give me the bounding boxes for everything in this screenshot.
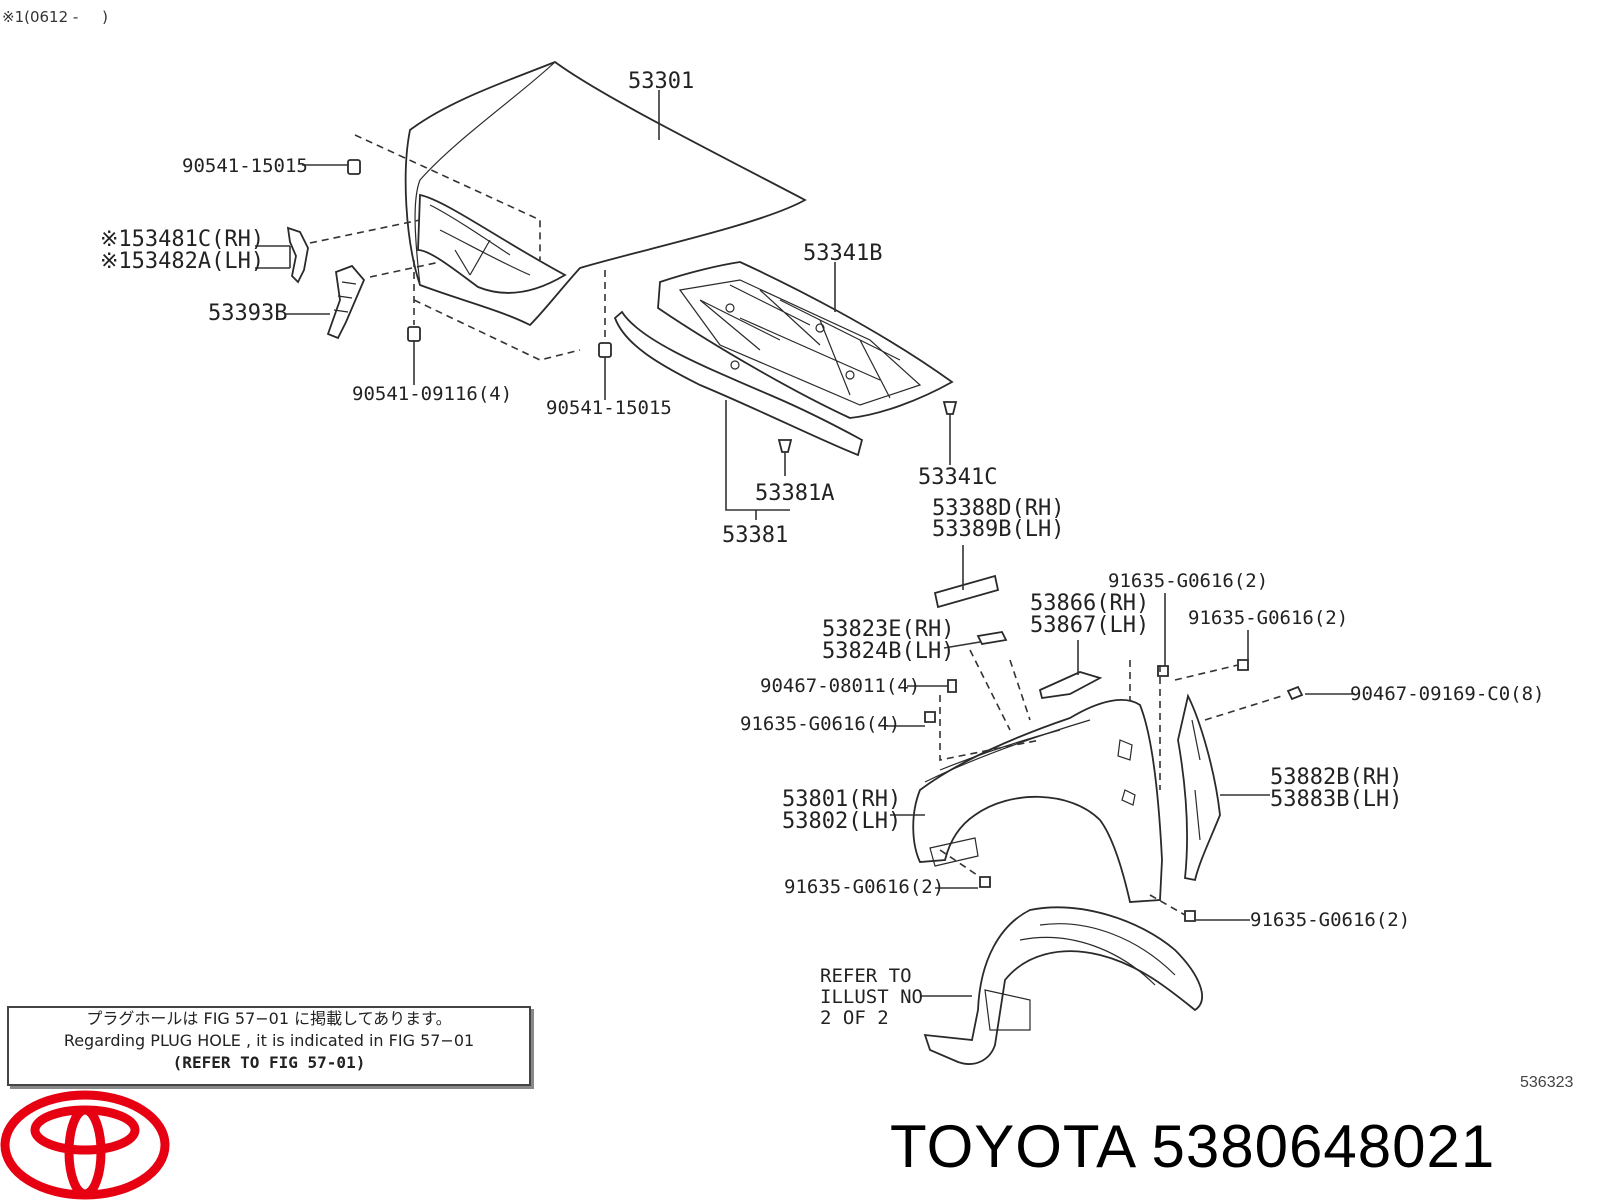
- label-91635-top: 91635-G0616(2): [1108, 570, 1268, 592]
- label-53866: 53866(RH): [1030, 591, 1149, 616]
- fender-bracket: [1038, 671, 1103, 700]
- brand-part-title: TOYOTA 5380648021: [890, 1113, 1496, 1180]
- label-91635-bottom-left: 91635-G0616(2): [784, 876, 944, 898]
- label-91635-bottom-right: 91635-G0616(2): [1250, 909, 1410, 931]
- header-note: ※1(0612 - ): [2, 8, 109, 26]
- toyota-logo-icon: [0, 1090, 170, 1200]
- label-53482A: ※153482A(LH): [100, 249, 264, 274]
- hood-panel: [404, 60, 807, 327]
- notice-line-jp: プラグホールは FIG 57−01 に掲載してあります。: [86, 1009, 452, 1028]
- label-91635-left4: 91635-G0616(4): [740, 713, 900, 735]
- label-53388D: 53388D(RH): [932, 496, 1064, 521]
- hood-lock-brackets: [286, 226, 366, 340]
- label-53389B: 53389B(LH): [932, 517, 1064, 542]
- label-53882B: 53882B(RH): [1270, 765, 1402, 790]
- diagram-number: 536323: [1520, 1074, 1574, 1091]
- label-refer-1: REFER TO: [820, 965, 912, 987]
- label-91635-right: 91635-G0616(2): [1188, 607, 1348, 629]
- label-90541-09116: 90541-09116(4): [352, 383, 512, 405]
- front-fender-liner: [923, 906, 1203, 1065]
- label-refer-2: ILLUST NO: [820, 986, 923, 1008]
- label-53481C: ※153481C(RH): [100, 227, 264, 252]
- label-53824B: 53824B(LH): [822, 639, 954, 664]
- bolts-lower: [924, 659, 1304, 922]
- label-53823E: 53823E(RH): [822, 617, 954, 642]
- label-53802: 53802(LH): [782, 809, 901, 834]
- label-53393B: 53393B: [208, 301, 287, 326]
- front-fender: [912, 699, 1163, 903]
- clips-upper: [777, 401, 958, 453]
- hood-insulator: [657, 261, 954, 419]
- plug-hole-notice: プラグホールは FIG 57−01 に掲載してあります。 Regarding P…: [7, 1006, 531, 1086]
- label-53341C: 53341C: [918, 465, 997, 490]
- label-53381A: 53381A: [755, 481, 834, 506]
- label-refer-3: 2 OF 2: [820, 1007, 889, 1029]
- fender-protector: [976, 631, 1008, 645]
- label-53341B: 53341B: [803, 241, 882, 266]
- assembly-lines-upper: [309, 134, 606, 361]
- assembly-lines-lower: [939, 649, 1286, 916]
- label-90541-15015-b: 90541-15015: [546, 397, 672, 419]
- fender-seal: [933, 574, 1000, 609]
- label-53381: 53381: [722, 523, 788, 548]
- label-90467-09169: 90467-09169-C0(8): [1350, 683, 1544, 705]
- fender-liner-side: [1177, 693, 1221, 882]
- label-53883B: 53883B(LH): [1270, 787, 1402, 812]
- hood-weatherstrip: [613, 310, 864, 457]
- label-53801: 53801(RH): [782, 787, 901, 812]
- notice-line-ref: (REFER TO FIG 57-01): [172, 1053, 366, 1072]
- label-53867: 53867(LH): [1030, 613, 1149, 638]
- leader-lines: [255, 90, 1355, 997]
- label-53301: 53301: [628, 69, 694, 94]
- label-90541-15015-a: 90541-15015: [182, 155, 308, 177]
- notice-line-en: Regarding PLUG HOLE , it is indicated in…: [63, 1031, 475, 1050]
- label-90467-08011: 90467-08011(4): [760, 675, 920, 697]
